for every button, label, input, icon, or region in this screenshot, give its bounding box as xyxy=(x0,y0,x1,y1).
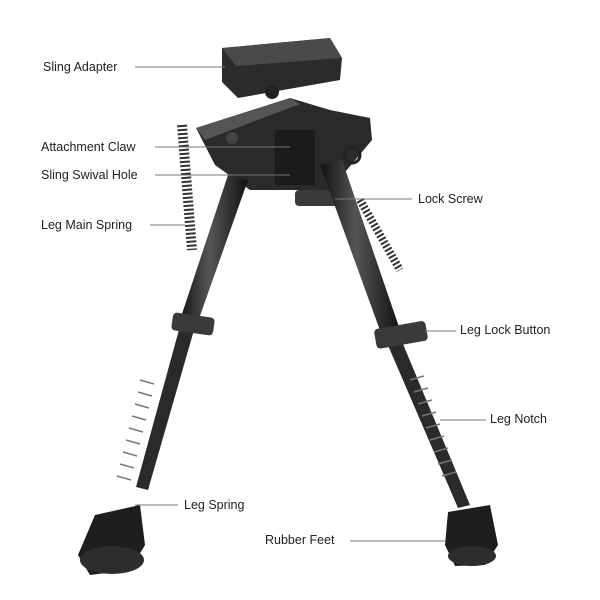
sling-adapter-part xyxy=(222,38,342,99)
left-leg xyxy=(78,175,248,575)
label-sling-swival-hole: Sling Swival Hole xyxy=(41,168,138,182)
label-rubber-feet: Rubber Feet xyxy=(265,533,335,547)
label-leg-notch: Leg Notch xyxy=(490,412,547,426)
label-lock-screw: Lock Screw xyxy=(418,192,483,206)
label-leg-lock-button: Leg Lock Button xyxy=(460,323,551,337)
leader-lines xyxy=(135,66,486,542)
label-leg-spring: Leg Spring xyxy=(184,498,245,512)
label-attachment-claw: Attachment Claw xyxy=(41,140,136,154)
right-leg xyxy=(320,160,498,566)
label-leg-main-spring: Leg Main Spring xyxy=(41,218,133,232)
label-sling-adapter: Sling Adapter xyxy=(43,60,118,74)
leg-main-spring-part xyxy=(177,124,197,251)
